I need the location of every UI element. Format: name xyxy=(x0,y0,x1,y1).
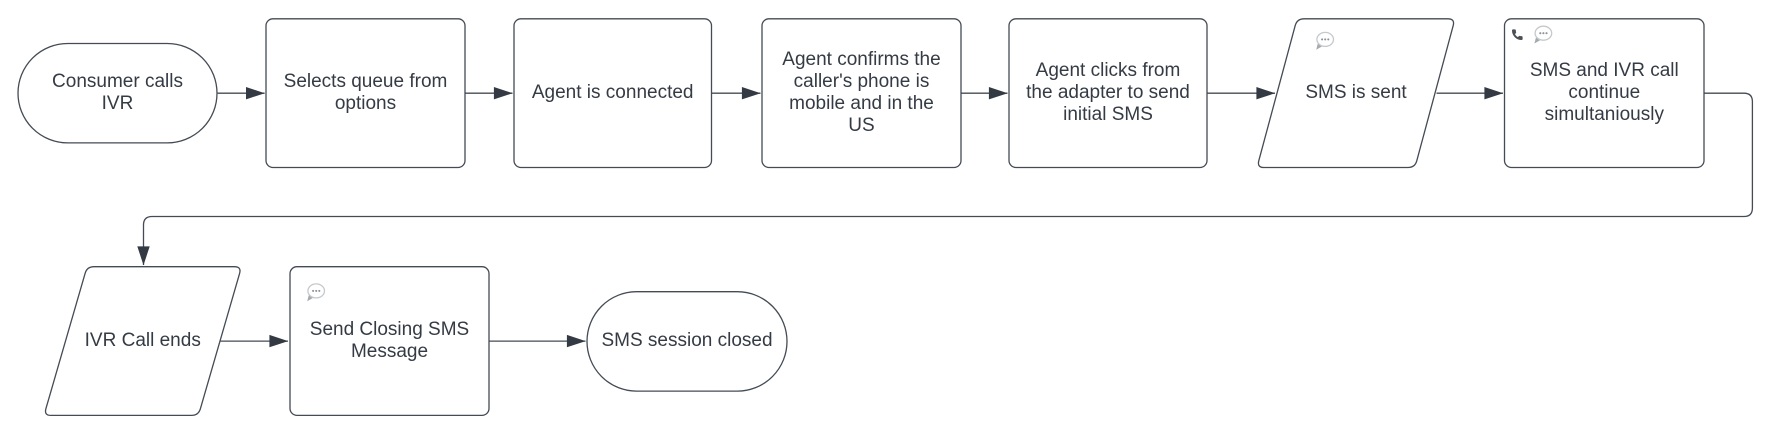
svg-text:caller's phone is: caller's phone is xyxy=(794,71,930,92)
svg-text:Agent clicks from: Agent clicks from xyxy=(1036,60,1181,81)
svg-text:Selects queue from: Selects queue from xyxy=(284,71,448,92)
svg-text:SMS session closed: SMS session closed xyxy=(601,330,772,351)
svg-text:the adapter to send: the adapter to send xyxy=(1026,82,1190,103)
svg-text:options: options xyxy=(335,93,396,114)
svg-text:SMS is sent: SMS is sent xyxy=(1305,82,1407,103)
svg-text:IVR Call ends: IVR Call ends xyxy=(85,330,201,351)
svg-text:Send Closing SMS: Send Closing SMS xyxy=(310,319,469,340)
svg-text:initial SMS: initial SMS xyxy=(1063,104,1153,125)
svg-text:US: US xyxy=(848,115,874,136)
svg-text:Agent is connected: Agent is connected xyxy=(532,82,694,103)
svg-text:Message: Message xyxy=(351,341,428,362)
svg-text:mobile and in the: mobile and in the xyxy=(789,93,934,114)
svg-text:Agent confirms the: Agent confirms the xyxy=(782,49,940,70)
svg-text:SMS and IVR call: SMS and IVR call xyxy=(1530,60,1679,81)
svg-text:Consumer calls: Consumer calls xyxy=(52,71,183,92)
svg-text:IVR: IVR xyxy=(102,93,134,114)
svg-text:simultaniously: simultaniously xyxy=(1545,104,1665,125)
svg-text:continue: continue xyxy=(1568,82,1640,103)
